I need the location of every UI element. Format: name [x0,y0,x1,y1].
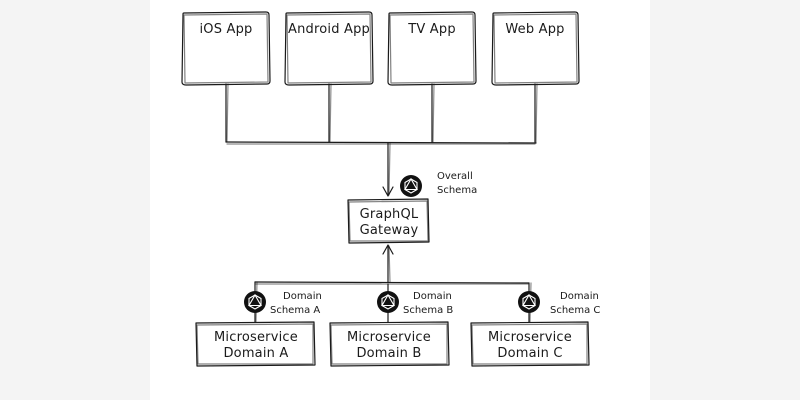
service-label-line1: Microservice [347,330,431,345]
client-box-ios: iOS App [181,11,271,86]
service-box-a: Microservice Domain A [195,321,316,367]
client-label: Web App [505,22,564,37]
diagram-canvas [150,0,650,400]
service-label-line1: Microservice [488,330,572,345]
graphql-icon [244,291,266,313]
client-label: Android App [288,22,370,37]
service-box-b: Microservice Domain B [329,321,450,367]
service-label-line1: Microservice [214,330,298,345]
overall-schema-line2: Schema [437,185,477,196]
domain-schema-a-line1: Domain [283,291,322,302]
client-connectors [225,83,538,197]
overall-schema-line1: Overall [437,171,473,182]
client-box-tv: TV App [387,11,477,86]
service-connectors [254,244,532,323]
domain-schema-b-line2: Schema B [403,305,453,316]
graphql-icon [400,175,422,197]
service-label-line2: Domain C [497,346,562,361]
service-box-c: Microservice Domain C [470,321,590,367]
domain-schema-c-line1: Domain [560,291,599,302]
domain-schema-a-line2: Schema A [270,305,320,316]
gateway-line1: GraphQL [360,207,419,222]
service-label-line2: Domain B [356,346,421,361]
domain-schema-b-line1: Domain [413,291,452,302]
graphql-icon [377,291,399,313]
gateway-box: GraphQL Gateway [347,198,430,244]
gateway-line2: Gateway [360,223,419,238]
client-label: TV App [407,22,456,37]
client-label: iOS App [199,22,252,37]
client-box-android: Android App [284,11,374,86]
domain-schema-c-line2: Schema C [550,305,600,316]
graphql-icon [518,291,540,313]
client-box-web: Web App [491,11,580,86]
service-label-line2: Domain A [223,346,288,361]
